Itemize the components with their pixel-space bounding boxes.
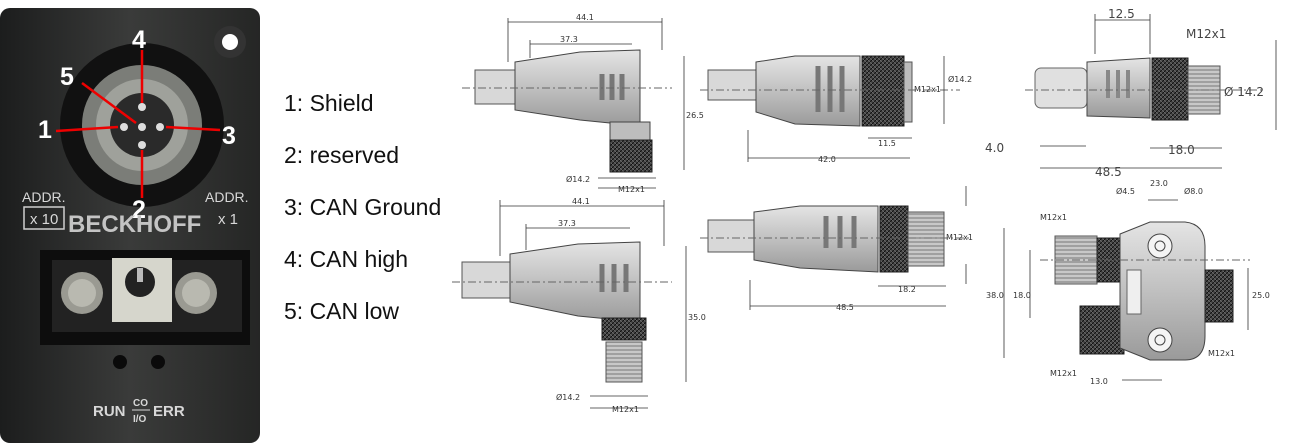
addr-right-label: ADDR. xyxy=(205,189,249,205)
dim-e-nut: 18.2 xyxy=(898,285,916,294)
dim-c-length: 48.5 xyxy=(1095,165,1122,179)
pin-5-label: 5 xyxy=(60,63,74,91)
pin-2-label: 2 xyxy=(132,196,146,224)
pin-3-description: 3: CAN Ground xyxy=(284,194,442,220)
dim-d-inner: 37.3 xyxy=(558,219,576,228)
dim-f-thread-right: M12x1 xyxy=(1208,349,1235,358)
dim-d-thread: M12x1 xyxy=(612,405,639,414)
pin-3-label: 3 xyxy=(222,122,236,150)
dim-a-height: 26.5 xyxy=(686,111,704,120)
pin-4-description: 4: CAN high xyxy=(284,246,409,272)
dim-f-hole-large: Ø8.0 xyxy=(1184,186,1203,196)
dim-b-thread: M12x1 xyxy=(914,85,941,94)
addr-right-multiplier: x 1 xyxy=(218,211,238,228)
pin-1-label: 1 xyxy=(38,116,52,144)
drawing-t-splitter: Ø4.5 23.0 Ø8.0 M12x1 38.0 18.0 25.0 M12x… xyxy=(986,179,1270,386)
drawing-angled-connector-bottom: 44.1 37.3 35.0 Ø14.2 M12x1 xyxy=(452,197,706,414)
dim-f-hole: Ø4.5 xyxy=(1116,186,1135,196)
dim-b-nut: 11.5 xyxy=(878,139,896,148)
led-left xyxy=(113,355,127,369)
dim-f-right-height: 25.0 xyxy=(1252,291,1270,300)
dim-d-height: 35.0 xyxy=(688,313,706,322)
dim-c-offset: 4.0 xyxy=(985,141,1004,155)
dim-a-inner: 37.3 xyxy=(560,35,578,44)
dim-d-diameter: Ø14.2 xyxy=(556,392,580,402)
dim-e-length: 48.5 xyxy=(836,303,854,312)
drawing-straight-connector-top: Ø14.2 M12x1 11.5 42.0 xyxy=(700,55,972,164)
drawing-angled-connector-top: 44.1 37.3 26.5 Ø14.2 M12x1 xyxy=(462,13,704,194)
dim-a-thread: M12x1 xyxy=(618,185,645,194)
dim-d-length: 44.1 xyxy=(572,197,590,206)
dim-c-top: 12.5 xyxy=(1108,7,1135,21)
dim-b-length: 42.0 xyxy=(818,155,836,164)
pinout-legend: 1: Shield 2: reserved 3: CAN Ground 4: C… xyxy=(284,88,494,348)
drawing-male-connector-top: 12.5 M12x1 Ø 14.2 4.0 18.0 48.5 xyxy=(985,7,1277,179)
pin-2-description: 2: reserved xyxy=(284,142,400,168)
pin-4-label: 4 xyxy=(132,26,146,54)
dim-c-diameter: Ø 14.2 xyxy=(1224,85,1264,99)
dim-c-thread-length: 18.0 xyxy=(1168,143,1195,157)
dim-f-inner-height: 18.0 xyxy=(1013,291,1031,300)
pin-5-description: 5: CAN low xyxy=(284,298,400,324)
led-err-label: ERR xyxy=(153,403,185,420)
led-run-label: RUN xyxy=(93,403,126,420)
led-co-label: CO xyxy=(133,398,148,409)
dim-f-width: 13.0 xyxy=(1090,377,1108,386)
dim-f-thread-bottom: M12x1 xyxy=(1050,369,1077,378)
dim-f-thread-top: M12x1 xyxy=(1040,213,1067,222)
led-io-label: I/O xyxy=(133,414,147,425)
dim-b-diameter: Ø14.2 xyxy=(948,74,972,84)
dim-a-diameter: Ø14.2 xyxy=(566,174,590,184)
dim-c-thread: M12x1 xyxy=(1186,27,1226,41)
dim-a-length: 44.1 xyxy=(576,13,594,22)
addr-left-label: ADDR. xyxy=(22,189,66,205)
addr-left-multiplier: x 10 xyxy=(30,211,58,228)
pin-callout-lines xyxy=(55,50,221,198)
drawing-straight-connector-bottom: M12x1 18.2 48.5 xyxy=(700,186,973,312)
device-photo: 4 5 1 3 2 ADDR. x 10 ADDR. x 1 BECKHOFF … xyxy=(0,8,260,443)
dim-f-height: 38.0 xyxy=(986,291,1004,300)
brand-logo: BECKHOFF xyxy=(68,211,201,238)
dim-f-spacing: 23.0 xyxy=(1150,179,1168,188)
mounting-hole xyxy=(222,34,238,50)
pin-1-description: 1: Shield xyxy=(284,90,374,116)
dim-e-thread: M12x1 xyxy=(946,233,973,242)
led-right xyxy=(151,355,165,369)
